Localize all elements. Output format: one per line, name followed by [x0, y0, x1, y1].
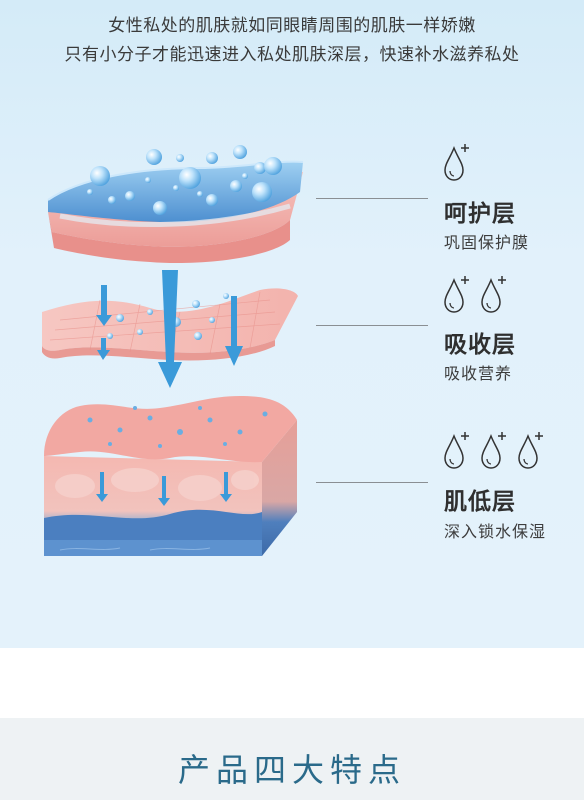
- features-header-band: [0, 718, 584, 800]
- water-drop-plus-icon: [479, 432, 516, 474]
- layer-title-base: 肌低层: [444, 489, 516, 515]
- section-title: 产品四大特点: [177, 751, 406, 789]
- skin-layers-panel: 女性私处的肌肤就如同眼睛周围的肌肤一样娇嫩 只有小分子才能迅速进入私处肌肤深层，…: [0, 0, 584, 648]
- white-spacer: [0, 648, 584, 718]
- leader-line-base: [316, 482, 428, 483]
- layer-subtitle-protective: 巩固保护膜: [444, 233, 530, 252]
- leader-line-protective: [316, 198, 428, 199]
- layer-subtitle-absorption: 吸收营养: [444, 364, 513, 383]
- water-drop-plus-icon: [442, 276, 479, 318]
- absorption-arrows: [96, 270, 243, 388]
- layer-subtitle-base: 深入锁水保湿: [444, 522, 547, 541]
- drops-base: [442, 428, 548, 472]
- drops-protective: [442, 140, 474, 184]
- layer-title-protective: 呵护层: [444, 201, 516, 227]
- leader-line-absorption: [316, 325, 428, 326]
- base-layer-graphic: [44, 396, 297, 556]
- water-drop-plus-icon: [516, 432, 548, 474]
- intro-line-1: 女性私处的肌肤就如同眼睛周围的肌肤一样娇嫩: [108, 16, 476, 36]
- water-drop-plus-icon: [479, 276, 511, 318]
- water-drop-plus-icon: [442, 144, 474, 186]
- protective-layer-graphic: [47, 160, 304, 264]
- drops-absorption: [442, 272, 511, 316]
- skin-layers-illustration: [42, 145, 304, 556]
- water-bubbles: [87, 145, 282, 215]
- intro-line-2: 只有小分子才能迅速进入私处肌肤深层，快速补水滋养私处: [64, 45, 520, 65]
- water-drop-plus-icon: [442, 432, 479, 474]
- layer-title-absorption: 吸收层: [444, 332, 516, 358]
